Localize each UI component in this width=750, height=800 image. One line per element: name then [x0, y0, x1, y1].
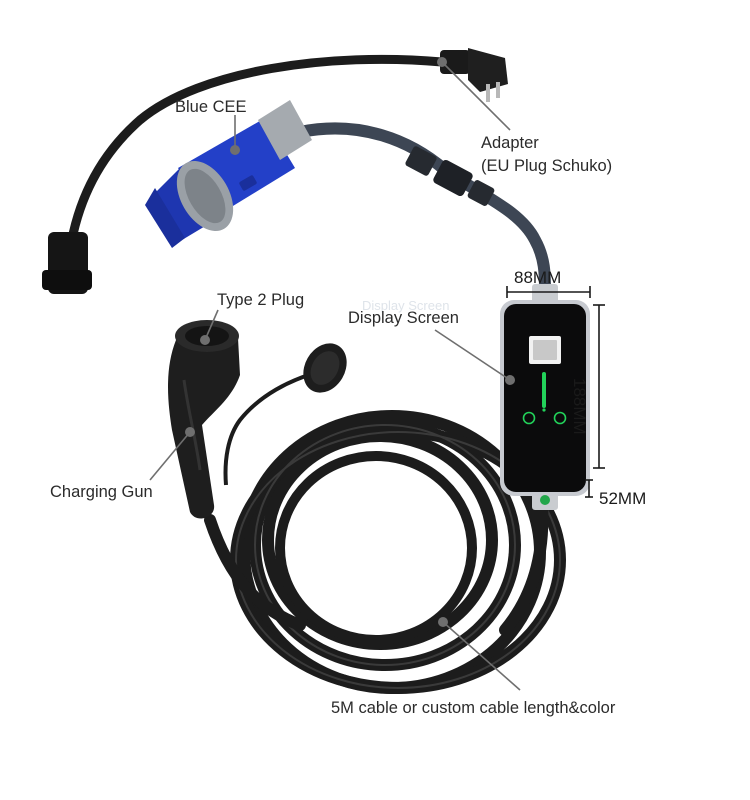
leaf-logo-icon	[540, 495, 550, 505]
dimension-height: 188MM	[570, 378, 589, 435]
power-indicator-icon	[522, 411, 536, 425]
coiled-cable	[204, 410, 566, 694]
label-blue-cee: Blue CEE	[175, 98, 247, 116]
callout-dot-icon	[185, 427, 195, 437]
supply-hose	[294, 122, 551, 296]
callout-dot-icon	[437, 57, 447, 67]
callout-dot-icon	[438, 617, 448, 627]
label-adapter-eu-plug: (EU Plug Schuko)	[481, 157, 613, 175]
callout-dot-icon	[200, 335, 210, 345]
callout-dot-icon	[230, 145, 240, 155]
control-box	[500, 284, 590, 510]
type2-charging-gun-icon	[168, 320, 240, 519]
blue-cee-plug-icon	[145, 100, 312, 248]
label-cable: 5M cable or custom cable length&color	[331, 699, 616, 717]
status-bar-icon	[542, 372, 546, 408]
dimension-markers	[506, 286, 605, 498]
label-display-screen-ghost: Display Screen	[362, 298, 450, 313]
dimension-width: 88MM	[514, 268, 562, 287]
dust-cap-icon	[223, 343, 347, 486]
label-display-screen: Display Screen	[348, 309, 459, 327]
charge-indicator-icon	[553, 411, 567, 425]
callout-pointers	[149, 57, 521, 691]
label-type2-plug: Type 2 Plug	[217, 291, 305, 309]
callout-dot-icon	[505, 375, 515, 385]
label-charging-gun: Charging Gun	[50, 483, 153, 501]
label-adapter: Adapter	[481, 134, 539, 152]
dimension-depth: 52MM	[599, 489, 647, 508]
inline-connector-icon	[405, 146, 495, 206]
